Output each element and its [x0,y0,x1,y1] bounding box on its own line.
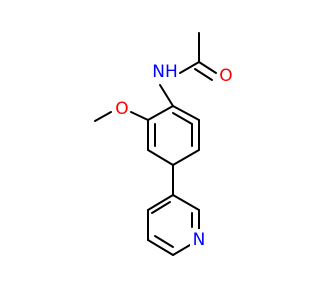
bond-carbonyl-nitrogen [179,61,200,74]
bond-ring-f [172,105,200,121]
amide-nitrogen-label: NH [152,62,178,82]
methoxy-oxygen-label: O [115,99,128,119]
bond-nitrogen-ring [159,84,174,107]
carbonyl-oxygen-label: O [219,66,232,86]
bond-py-c-inner [154,235,174,248]
bond-py-f [172,194,200,211]
molecule-structure: NH O O N [94,32,234,256]
pyridine-nitrogen-label: N [193,230,206,250]
atom-label-layer: NH O O N [114,62,234,250]
bond-ring-c [147,149,174,166]
bond-py-c [147,239,174,256]
bond-ring-f-inner [172,112,193,125]
bond-layer [94,32,217,256]
structure-canvas: NH O O N [94,32,234,256]
bond-py-d [172,244,191,256]
bond-ring-a [147,105,174,121]
bond-ring-methoxy-o [130,111,149,121]
bond-methoxy-methyl [94,111,112,122]
bond-py-a-inner [151,201,171,214]
bond-ring-d [172,149,200,166]
bond-py-a [147,194,174,211]
bond-carbonyl-oxygen-a [198,61,217,74]
bond-carbonyl-oxygen-b [194,68,213,81]
